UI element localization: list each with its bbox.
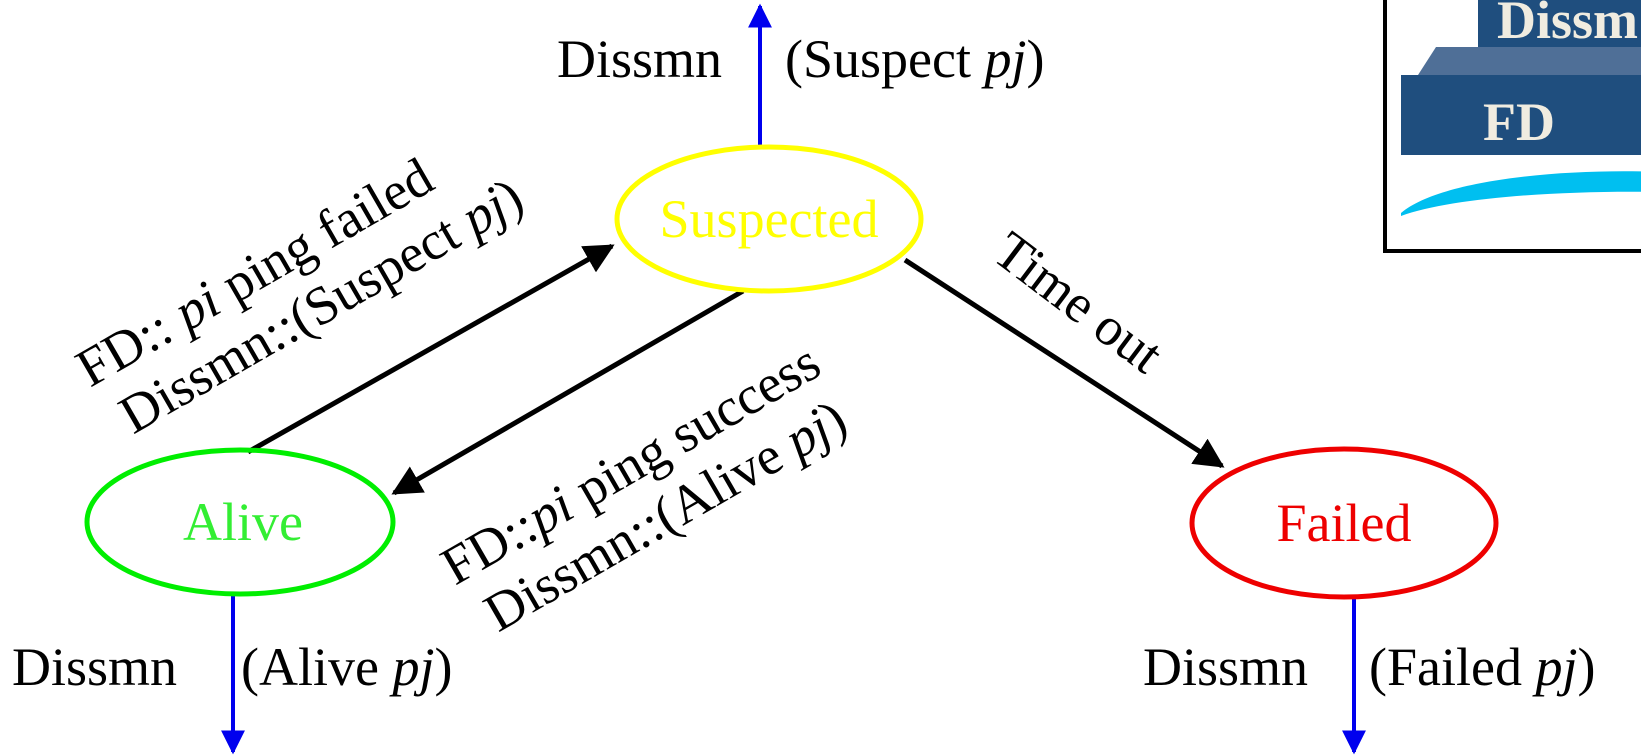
dissemination-label-suspected: Dissmn (Suspect pj) [557, 29, 1044, 89]
transition-label-time-out: Time out [983, 220, 1175, 385]
state-failed-label: Failed [1277, 493, 1412, 553]
state-failed: Failed [1189, 446, 1499, 600]
inset-fd-label: FD [1483, 92, 1555, 152]
inset-dissm-label: Dissm [1497, 0, 1638, 50]
dissemination-label-failed: Dissmn (Failed pj) [1143, 637, 1595, 697]
state-alive-ellipse [84, 447, 396, 597]
transition-arrow-suspected-to-alive [391, 288, 745, 496]
dissemination-label-alive: Dissmn (Alive pj) [12, 637, 452, 697]
transition-label-suspected-to-failed: Time out [983, 220, 1175, 385]
inset-dissm-bar [1478, 0, 1641, 48]
inset-fd-bar-top [1418, 47, 1641, 75]
inset-wave [1401, 171, 1641, 216]
state-alive-label: Alive [183, 492, 303, 552]
inset-legend: Dissm FD [1383, 0, 1641, 253]
transition-arrow-alive-to-suspected [246, 243, 615, 455]
transition-arrow-suspected-to-failed [903, 257, 1225, 469]
state-alive: Alive [84, 447, 396, 597]
state-suspected: Suspected [614, 144, 924, 294]
inset-fd-bar [1401, 75, 1641, 155]
transition-label-suspected-to-alive: FD::pi ping success Dissmn::(Alive pj) [431, 331, 856, 643]
transition-label-alive-to-suspected: FD:: pi ping failed Dissmn::(Suspect pj) [66, 146, 533, 445]
state-suspected-ellipse [614, 144, 924, 294]
state-failed-ellipse [1189, 446, 1499, 600]
state-suspected-label: Suspected [660, 189, 879, 249]
